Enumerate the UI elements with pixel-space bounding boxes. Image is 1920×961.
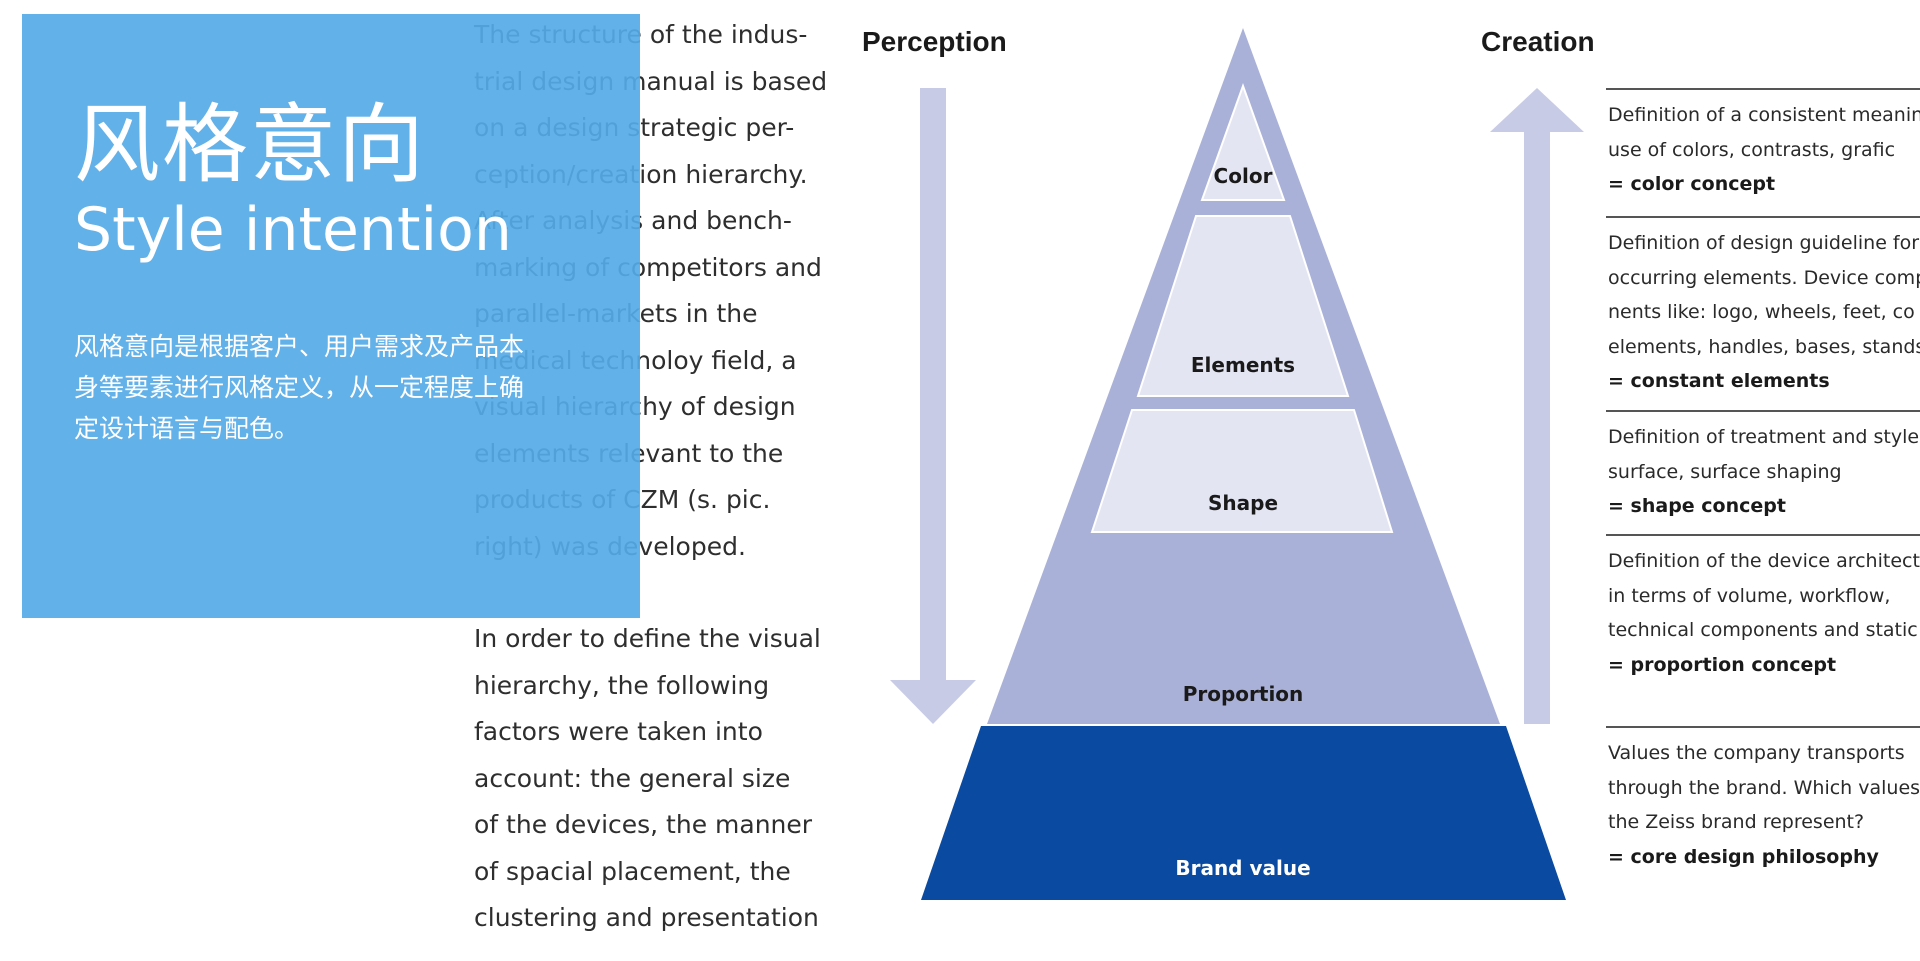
creation-up-arrow <box>1490 88 1584 724</box>
divider <box>1606 726 1920 728</box>
definition-line: Definition of treatment and style <box>1608 426 1920 448</box>
divider <box>1606 88 1920 90</box>
pyramid-body <box>987 28 1500 724</box>
definition-line: use of colors, contrasts, grafic <box>1608 138 1896 161</box>
text-line: account: the general size <box>474 763 791 793</box>
definition-line: nents like: logo, wheels, feet, co <box>1608 301 1915 323</box>
panel-description-line: 身等要素进行风格定义，从一定程度上确 <box>74 373 525 402</box>
definition-line: in terms of volume, workflow, <box>1608 584 1891 607</box>
text-line: of the devices, the manner <box>474 810 813 839</box>
definition-text: Definition of a consistent meaning use o… <box>1608 98 1920 202</box>
text-line: factors were taken into <box>474 717 763 746</box>
definition-concept: = constant elements <box>1608 370 1830 392</box>
layer-label-proportion: Proportion <box>1182 682 1304 706</box>
definition-line: through the brand. Which values <box>1608 776 1920 799</box>
definition-concept: = color concept <box>1608 173 1776 195</box>
definition-line: technical components and static <box>1608 619 1918 641</box>
definitions-list: Definition of a consistent meaning use o… <box>1606 88 1920 888</box>
definition-line: Definition of design guideline for <box>1608 232 1920 254</box>
perception-down-arrow <box>890 88 976 724</box>
perception-heading: Perception <box>862 26 1007 57</box>
color-layer <box>1200 83 1286 201</box>
definition-line: Definition of the device architect <box>1608 550 1920 572</box>
definition-text: Values the company transports through th… <box>1608 736 1920 874</box>
divider <box>1606 410 1920 412</box>
panel-description-line: 定设计语言与配色。 <box>74 414 300 443</box>
divider <box>1606 216 1920 218</box>
definition-line: Definition of a consistent meaning <box>1608 104 1920 126</box>
divider <box>1606 534 1920 536</box>
text-line: hierarchy, the following <box>474 670 770 700</box>
layer-label-color: Color <box>1213 164 1273 188</box>
definition-line: the Zeiss brand represent? <box>1608 811 1865 833</box>
definition-concept: = core design philosophy <box>1608 845 1879 868</box>
definition-line: surface, surface shaping <box>1608 460 1842 483</box>
definition-line: Values the company transports <box>1608 742 1905 764</box>
definition-text: Definition of treatment and style surfac… <box>1608 420 1919 524</box>
text-line: clustering and presentation <box>474 903 819 932</box>
definition-text: Definition of design guideline for occur… <box>1608 226 1920 399</box>
body-paragraph-2: In order to define the visual hierarchy,… <box>474 616 821 942</box>
brand-value-band <box>921 726 1566 900</box>
layer-label-brand-value: Brand value <box>1175 856 1311 880</box>
panel-description-line: 风格意向是根据客户、用户需求及产品本 <box>74 332 525 361</box>
definition-line: occurring elements. Device comp <box>1608 266 1920 289</box>
panel-title-english: Style intention <box>74 195 512 265</box>
creation-heading: Creation <box>1481 26 1595 57</box>
definition-concept: = proportion concept <box>1608 653 1837 676</box>
style-intention-panel: 风格意向 Style intention 风格意向是根据客户、用户需求及产品本 … <box>22 14 640 618</box>
elements-layer <box>1136 215 1350 397</box>
definition-text: Definition of the device architect in te… <box>1608 544 1920 682</box>
panel-description: 风格意向是根据客户、用户需求及产品本 身等要素进行风格定义，从一定程度上确 定设… <box>74 326 594 449</box>
definition-line: elements, handles, bases, stands, <box>1608 335 1920 358</box>
layer-label-elements: Elements <box>1190 353 1296 377</box>
text-line: In order to define the visual <box>474 624 821 653</box>
layer-label-shape: Shape <box>1207 491 1279 515</box>
text-line: of spacial placement, the <box>474 856 791 886</box>
shape-layer <box>1090 409 1394 533</box>
definition-concept: = shape concept <box>1608 495 1786 517</box>
panel-title-chinese: 风格意向 <box>74 95 426 195</box>
